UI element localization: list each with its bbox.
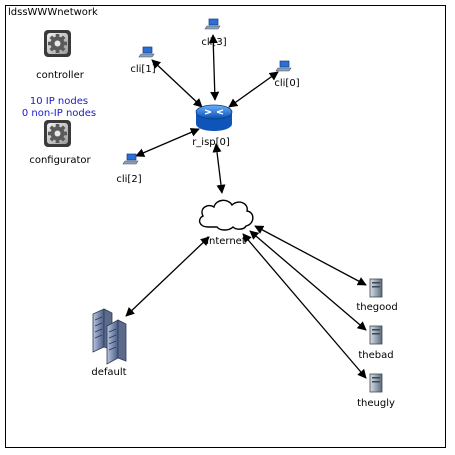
thebad-label: thebad — [358, 350, 393, 361]
cli0-label: cli[0] — [274, 78, 299, 89]
node-r_isp[interactable]: r_isp[0] — [192, 104, 233, 148]
ip-nodes-count: 10 IP nodes — [30, 96, 88, 107]
link-internet-theugly — [242, 233, 367, 379]
cli1-label: cli[1] — [130, 64, 155, 75]
node-thebad[interactable]: thebad — [358, 325, 394, 361]
link-cli0-r_isp — [228, 71, 279, 108]
thegood-label: thegood — [356, 302, 397, 313]
node-cli0[interactable]: cli[0] — [274, 60, 300, 89]
server-icon — [369, 325, 383, 345]
server-icon — [369, 278, 383, 298]
configurator-label: configurator — [29, 155, 91, 166]
r_isp-label: r_isp[0] — [192, 137, 230, 148]
node-cli2[interactable]: cli[2] — [116, 153, 142, 185]
node-thegood[interactable]: thegood — [356, 278, 398, 313]
internet-label: internet — [206, 236, 246, 247]
configurator-module[interactable]: configurator — [29, 120, 92, 166]
gear-icon — [48, 34, 67, 53]
node-internet[interactable]: internet — [198, 199, 254, 247]
gear-icon — [48, 124, 67, 143]
link-internet-thebad — [249, 230, 367, 331]
controller-label: controller — [36, 70, 85, 81]
router-icon — [195, 104, 233, 131]
link-cli3-r_isp — [208, 34, 220, 101]
cloud-icon — [198, 199, 254, 231]
default-label: default — [91, 367, 126, 378]
cli2-label: cli[2] — [116, 174, 141, 185]
laptop-icon — [122, 153, 139, 165]
link-cli1-r_isp — [151, 59, 203, 108]
laptop-icon — [275, 60, 292, 72]
theugly-label: theugly — [357, 398, 395, 409]
non-ip-nodes-count: 0 non-IP nodes — [22, 108, 96, 119]
link-cli2-r_isp — [135, 128, 200, 157]
link-layer — [125, 34, 367, 379]
link-internet-default — [125, 236, 210, 317]
node-cli3[interactable]: cli[3] — [201, 18, 227, 48]
link-r_isp-internet — [212, 143, 226, 194]
server-cluster-icon — [92, 308, 127, 365]
network-title: ldssWWWnetwork — [8, 7, 98, 18]
node-theugly[interactable]: theugly — [357, 373, 395, 409]
server-icon — [369, 373, 383, 393]
node-default[interactable]: default — [91, 308, 127, 378]
laptop-icon — [138, 46, 155, 58]
cli3-label: cli[3] — [201, 37, 226, 48]
link-internet-thegood — [254, 225, 367, 286]
node-cli1[interactable]: cli[1] — [130, 46, 156, 75]
laptop-icon — [204, 18, 221, 30]
controller-module[interactable]: controller — [36, 30, 85, 81]
